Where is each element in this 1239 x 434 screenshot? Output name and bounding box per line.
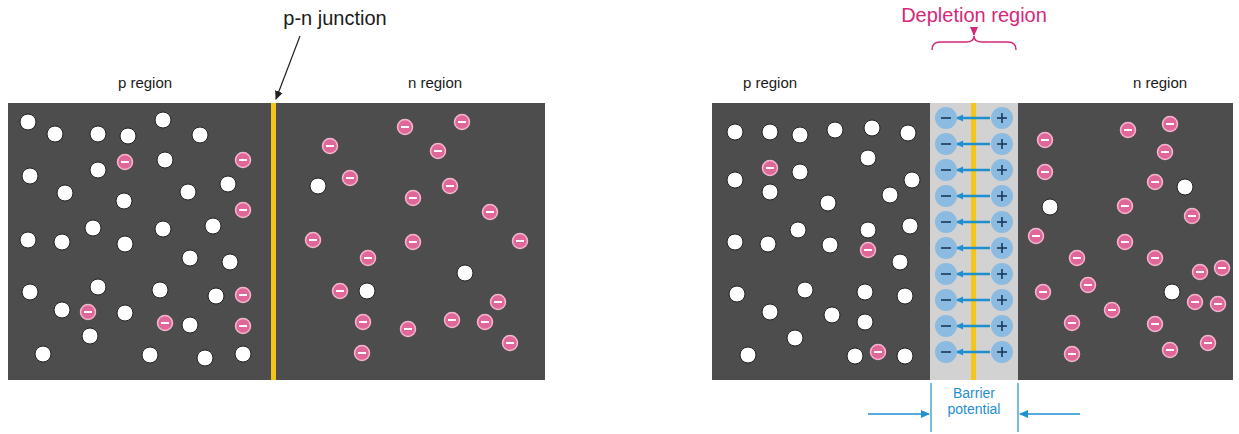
region-label: n region bbox=[1100, 74, 1220, 91]
barrier-label: Barrier potential bbox=[934, 385, 1014, 417]
region-label: n region bbox=[375, 74, 495, 91]
region-label: p region bbox=[85, 74, 205, 91]
depletion-label: Depletion region bbox=[864, 4, 1084, 27]
holes bbox=[20, 112, 473, 366]
right-crystal bbox=[712, 103, 1233, 380]
barrier-dimension bbox=[868, 383, 1080, 432]
callout-label: p-n junction bbox=[255, 7, 415, 30]
electrons bbox=[763, 117, 1230, 362]
ion-pairs bbox=[935, 107, 1013, 363]
electrons bbox=[81, 115, 528, 361]
left-crystal bbox=[8, 103, 545, 380]
holes bbox=[727, 120, 1193, 364]
region-label: p region bbox=[710, 74, 830, 91]
leader-arrow bbox=[276, 36, 300, 99]
depletion-bracket bbox=[932, 28, 1016, 50]
